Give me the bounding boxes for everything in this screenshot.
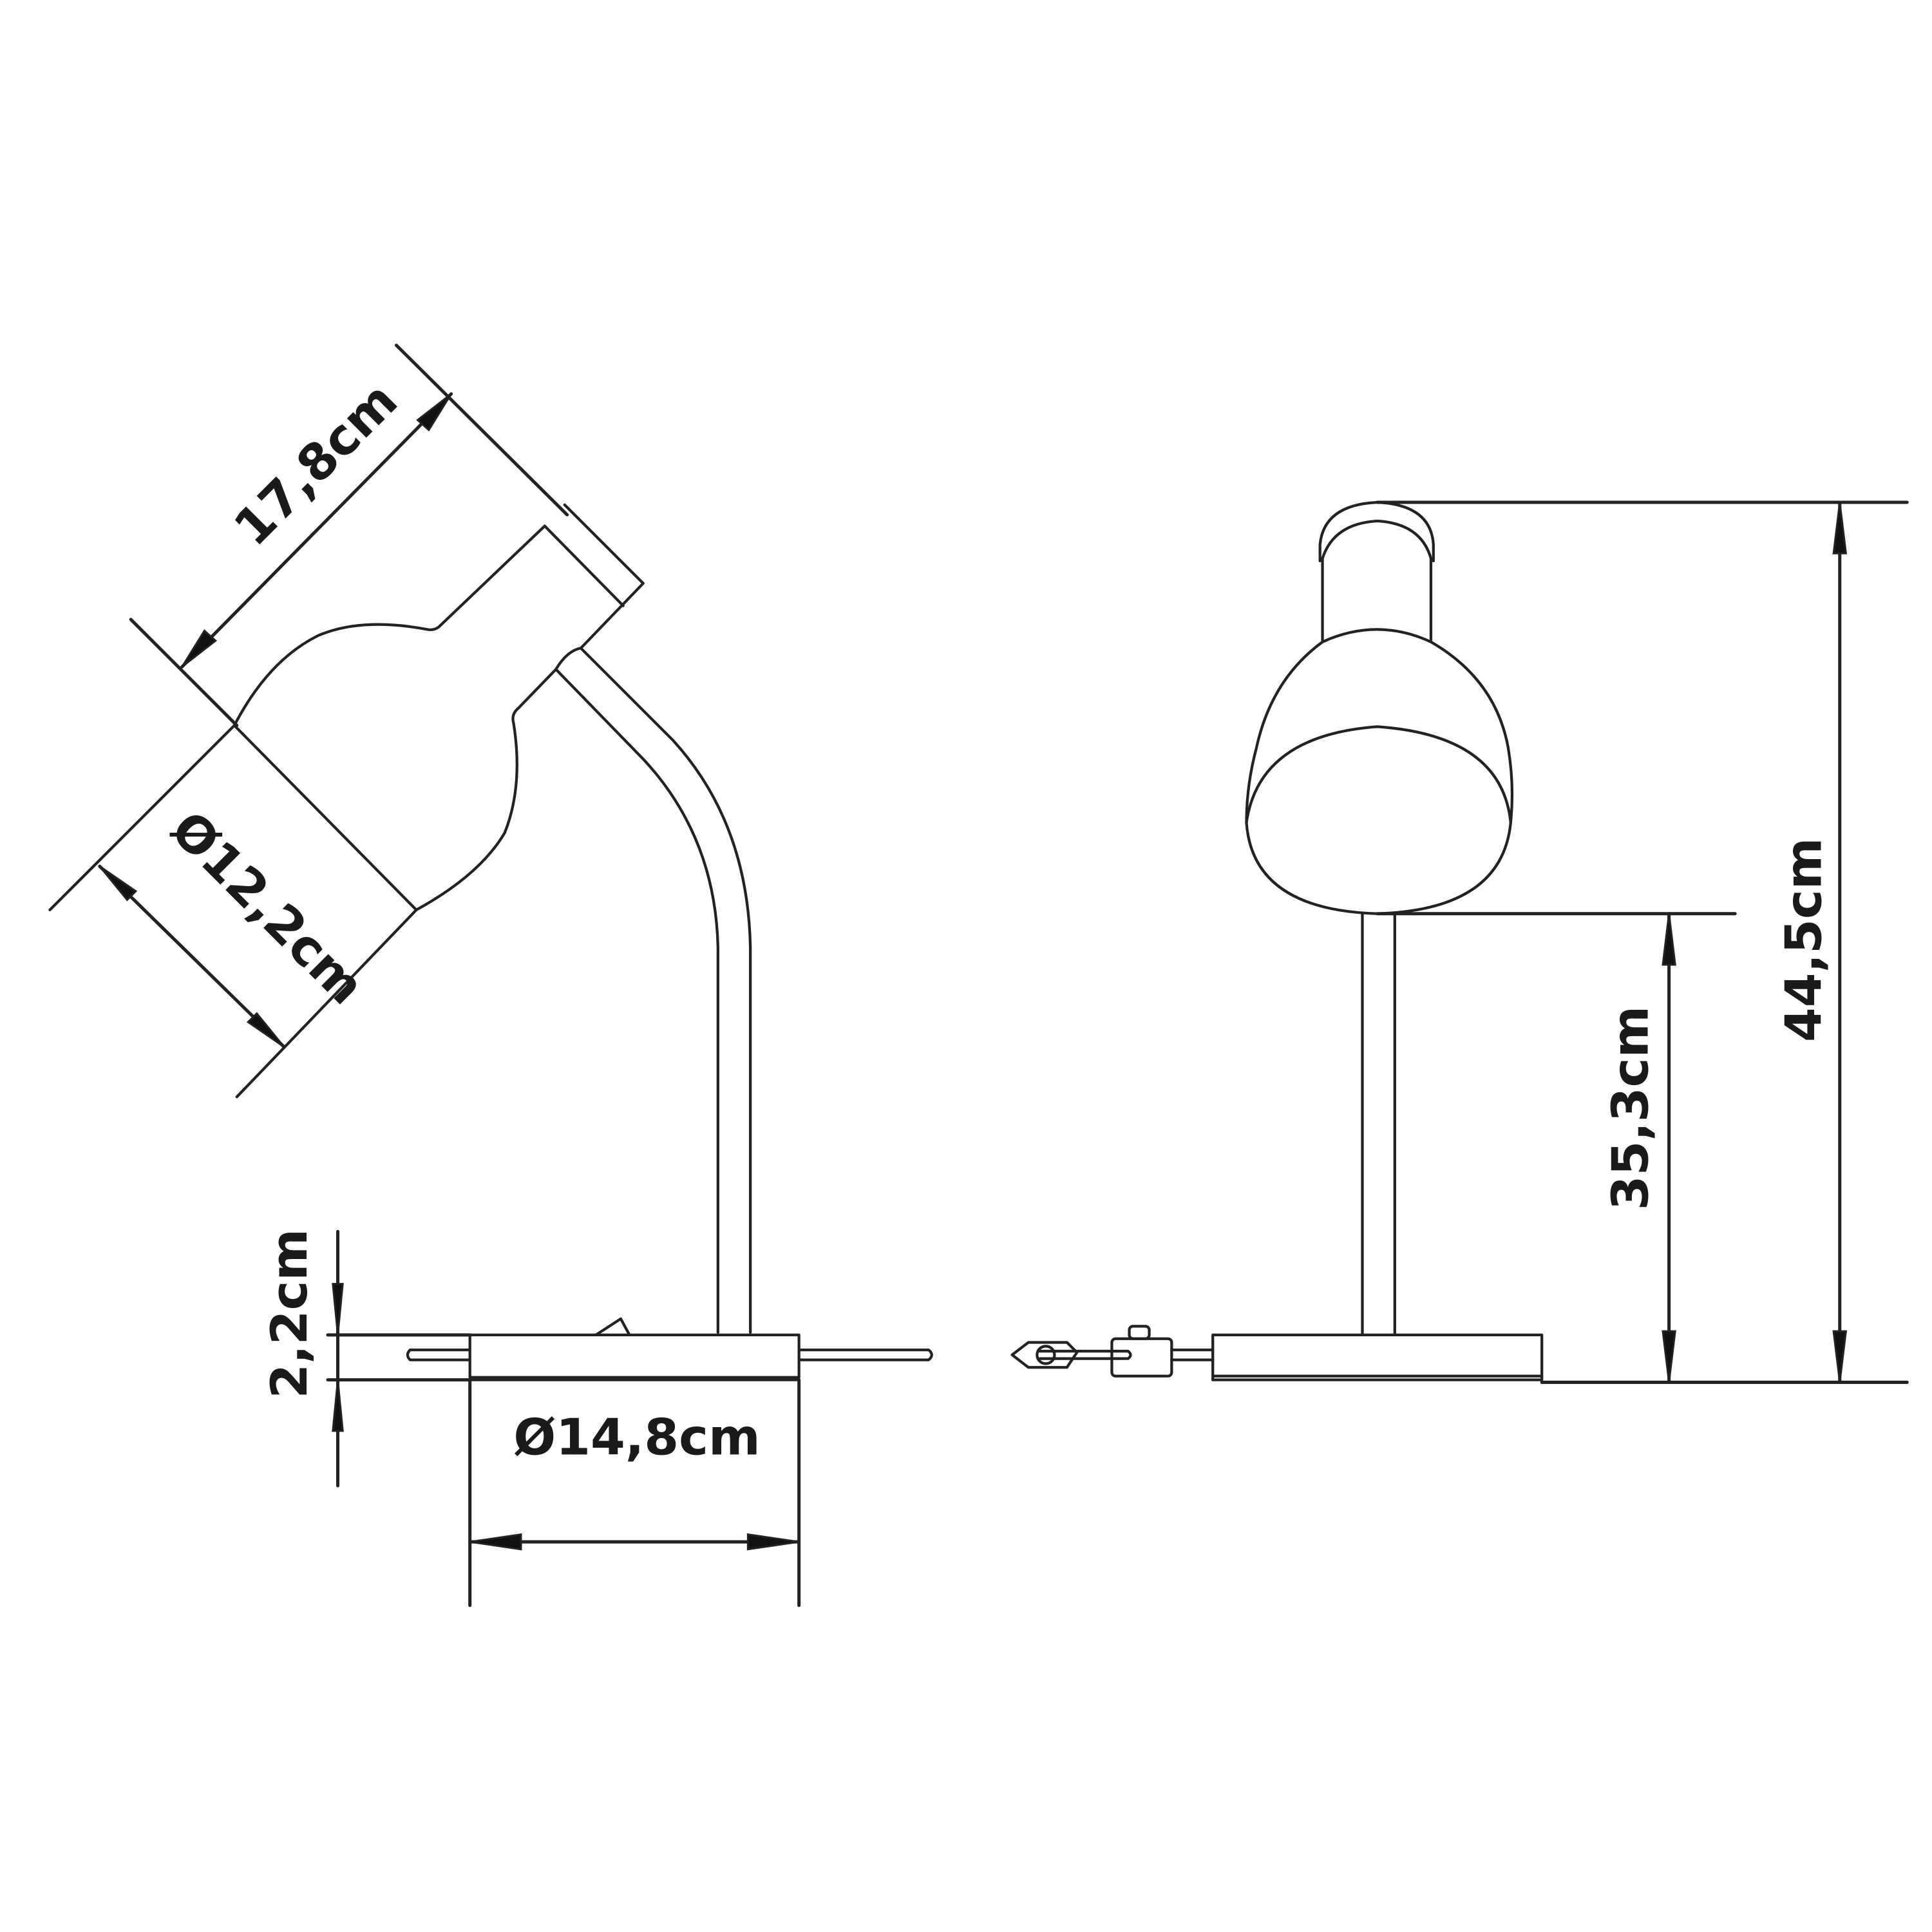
label-base-diameter: Ø14,8cm (513, 1409, 760, 1467)
label-shade-diameter: Ø12,2cm (160, 800, 375, 1016)
lamp-head-cap (1318, 500, 1435, 643)
dimension-shade-bottom-height: 35,3cm (1602, 912, 1676, 1384)
side-view: 17,8cm Ø12,2cm 2,2cm Ø14,8cm (48, 343, 933, 1607)
lamp-arm (554, 647, 752, 1334)
dimension-shade-length: 17,8cm (129, 343, 569, 727)
lamp-stem (1361, 912, 1396, 1337)
label-shade-bottom-height: 35,3cm (1602, 1006, 1660, 1211)
dimension-total-height: 44,5cm (1776, 500, 1848, 1384)
lamp-shade (1245, 628, 1514, 915)
label-total-height: 44,5cm (1776, 838, 1833, 1043)
dimension-shade-diameter: Ø12,2cm (98, 800, 375, 1049)
lamp-base (406, 1317, 933, 1381)
label-base-height: 2,2cm (261, 1229, 319, 1399)
lamp-shade (48, 647, 583, 1099)
lamp-head-cap (232, 503, 645, 727)
plug-icon (1010, 1341, 1079, 1369)
dimension-base-diameter: Ø14,8cm (468, 1378, 801, 1607)
front-view: 35,3cm 44,5cm (1010, 500, 1909, 1384)
cord-switch (1038, 1325, 1173, 1378)
dimension-base-height: 2,2cm (261, 1229, 472, 1488)
lamp-base (1170, 1333, 1544, 1381)
